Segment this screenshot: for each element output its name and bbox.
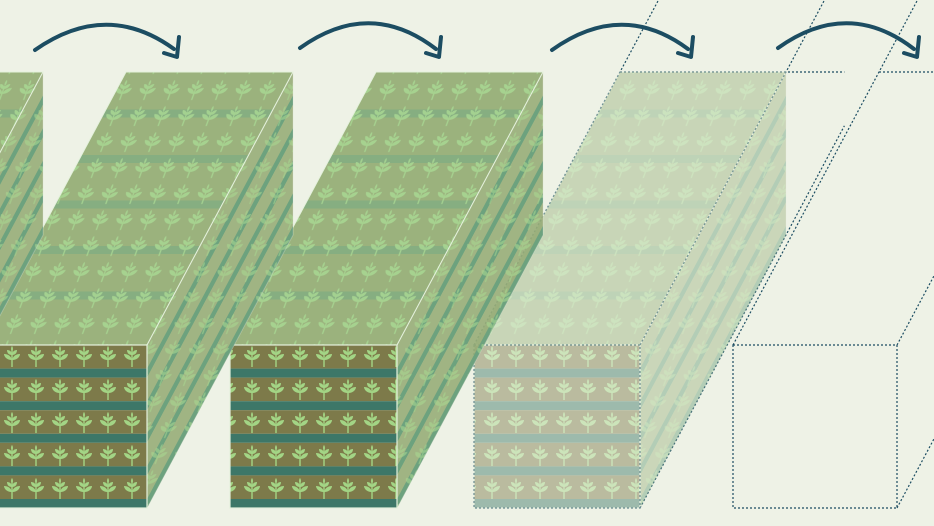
front-shelf — [230, 499, 397, 508]
side-plants — [0, 202, 43, 316]
front-shelf — [474, 401, 640, 411]
side-plants — [147, 72, 293, 378]
front-frame — [473, 344, 641, 509]
top-glass — [0, 72, 293, 345]
front-plants — [230, 475, 397, 499]
front-shelf — [474, 433, 640, 443]
front-shelf — [230, 368, 397, 378]
front-shelf — [0, 433, 147, 443]
side-plants — [640, 72, 786, 378]
side-plants — [0, 72, 43, 186]
front-plants — [474, 377, 640, 402]
front-plants — [474, 442, 640, 467]
side-plants — [397, 202, 543, 508]
front-shelf — [0, 466, 147, 476]
front-plants — [0, 410, 147, 434]
side-plants — [0, 137, 43, 251]
farm-block-1 — [0, 71, 294, 509]
curved-arrow-icon — [33, 22, 181, 59]
front-shelf — [474, 368, 640, 378]
side-plants — [0, 169, 43, 283]
side-plants — [0, 104, 43, 218]
farm-block-0 — [0, 71, 44, 317]
outline-depth-edge — [896, 274, 934, 346]
curved-arrow-icon — [550, 22, 695, 59]
outline-depth-edge — [732, 0, 919, 346]
front-plants — [474, 410, 640, 434]
front-plants — [0, 442, 147, 467]
top-frame — [473, 71, 787, 346]
side-plants — [147, 104, 293, 411]
top-glass — [230, 72, 543, 345]
front-plants — [0, 377, 147, 402]
side-plants — [397, 104, 543, 411]
front-plants — [474, 475, 640, 499]
front-shelf — [474, 466, 640, 476]
front-shelf — [230, 433, 397, 443]
curved-arrow-icon — [298, 21, 443, 59]
top-plants — [474, 72, 786, 345]
empty-block-2 — [732, 0, 934, 509]
side-plants — [397, 169, 543, 476]
top-frame — [0, 71, 44, 154]
front-plants — [230, 345, 397, 369]
front-plants — [0, 475, 147, 499]
curved-arrow-icon — [776, 21, 921, 59]
front-shelf — [0, 499, 147, 508]
front-shelf — [0, 368, 147, 378]
side-plants — [640, 137, 786, 443]
front-plants — [0, 345, 147, 369]
outline-depth-edge — [896, 437, 934, 509]
side-plants — [147, 137, 293, 443]
farm-block-2 — [229, 71, 544, 509]
front-shelf — [230, 401, 397, 411]
side-plants — [640, 169, 786, 476]
front-shelf — [0, 401, 147, 411]
front-plants — [230, 410, 397, 434]
side-plants — [640, 104, 786, 411]
top-frame — [229, 71, 544, 346]
side-plants — [640, 202, 786, 508]
front-plants — [474, 345, 640, 369]
fading-block — [473, 71, 787, 509]
side-plants — [397, 72, 543, 378]
top-frame — [0, 71, 294, 346]
top-glass — [474, 72, 786, 345]
side-plants — [397, 137, 543, 443]
front-shelf — [230, 466, 397, 476]
front-shelf — [474, 499, 640, 508]
front-plants — [230, 377, 397, 402]
outline-front — [732, 344, 898, 509]
side-plants — [147, 202, 293, 508]
side-plants — [147, 169, 293, 476]
front-plants — [230, 442, 397, 467]
